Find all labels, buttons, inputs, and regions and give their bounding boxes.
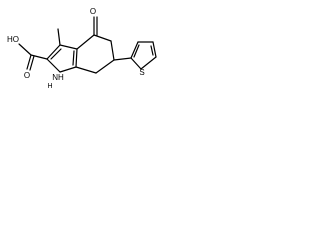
acid-double-2 — [29, 55, 35, 71]
acid-double-1 — [26, 54, 32, 70]
bond-c5-c6 — [110, 40, 115, 61]
molecule-diagram: O HO O NH H S — [7, 7, 157, 90]
thiophene-double-1 — [133, 44, 140, 58]
thiophene-bond-1 — [130, 41, 139, 59]
methyl-bond — [57, 28, 61, 46]
bond-c3a-c7a — [75, 48, 78, 68]
acid-oxygen-label: O — [24, 71, 30, 80]
bond-c2-c3 — [46, 44, 61, 60]
bond-c3a-c4 — [76, 34, 95, 50]
h-label: H — [47, 83, 52, 90]
bond-c4-c5 — [93, 34, 112, 42]
acid-oh-bond — [18, 43, 32, 56]
thiophene-bond-4 — [140, 56, 157, 70]
thiophene-bond-5 — [130, 57, 142, 70]
thiophene-link-bond — [113, 57, 132, 61]
bond-c7a-n1 — [59, 66, 77, 73]
thiophene-double-2 — [150, 45, 154, 56]
bond-c6-c7 — [95, 59, 115, 74]
ketone-oxygen-label: O — [90, 7, 96, 16]
thiophene-bond-3 — [152, 41, 157, 58]
bond-c3-c3a — [59, 44, 78, 50]
bond-c7-c7a — [75, 66, 97, 74]
bond-c2-c3-double — [50, 48, 62, 60]
sulfur-label: S — [139, 68, 144, 77]
chemical-structure-canvas: O HO O NH H S — [0, 0, 160, 93]
bond-c3a-c7a-double — [72, 50, 75, 66]
acid-ho-label: HO — [7, 35, 19, 44]
nh-label: NH — [52, 73, 64, 82]
bond-n1-c2 — [46, 58, 61, 73]
